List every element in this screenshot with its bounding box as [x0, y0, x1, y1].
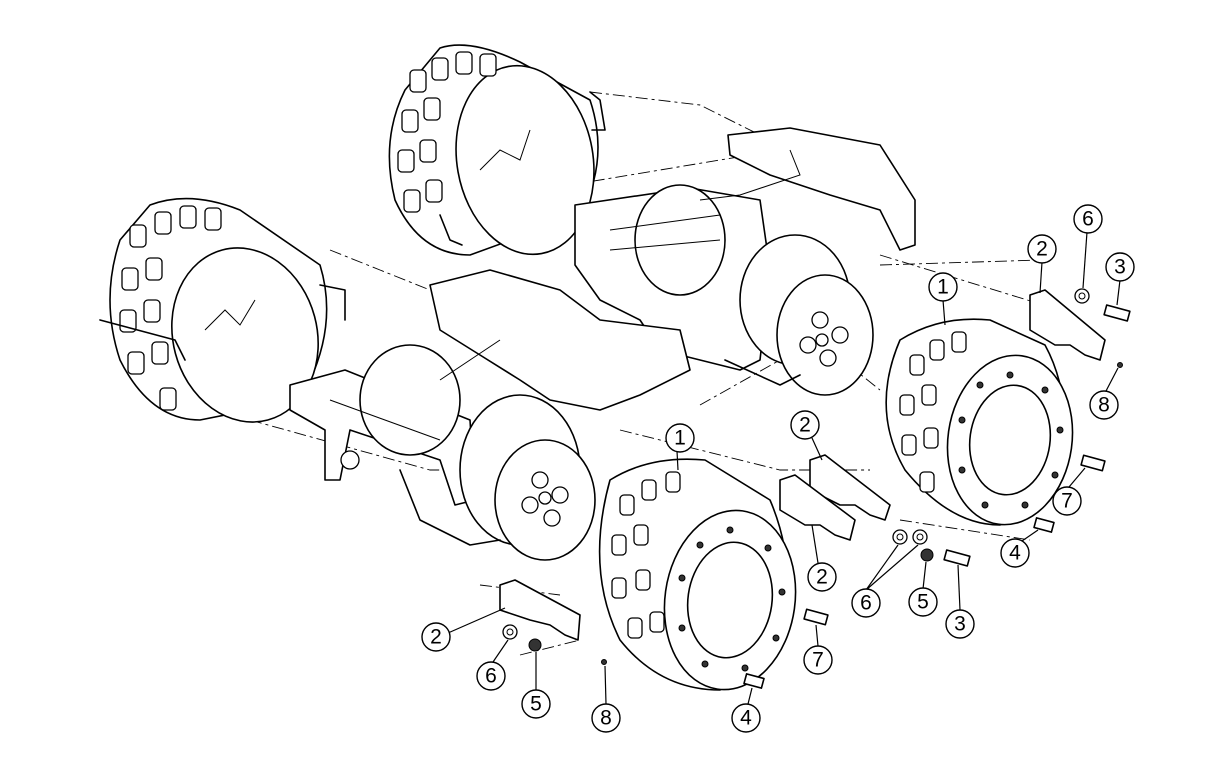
callout-label: 2 [1036, 238, 1048, 261]
front-axle-assembly [289, 269, 691, 561]
bracket-parts [499, 289, 1106, 641]
callout-2d: 2 [421, 607, 506, 652]
callout-label: 7 [1061, 490, 1073, 513]
callout-label: 6 [1082, 208, 1094, 231]
callout-label: 8 [600, 707, 612, 730]
callout-1a: 1 [665, 423, 695, 471]
callout-label: 2 [816, 566, 828, 589]
callout-3a: 3 [1105, 252, 1135, 306]
callout-2c: 2 [807, 524, 837, 592]
rear-axle-assembly [574, 127, 916, 396]
tire-front-left [99, 197, 346, 423]
callout-label: 4 [1009, 542, 1021, 565]
callout-6a: 6 [1073, 204, 1103, 289]
callout-5a: 5 [908, 561, 938, 617]
callout-2b: 2 [790, 410, 823, 461]
callout-label: 3 [954, 613, 966, 636]
tire-rear-right [885, 318, 1074, 526]
fastener-parts [502, 288, 1131, 689]
callout-3b: 3 [945, 564, 975, 639]
callout-label: 1 [674, 427, 686, 450]
callout-8a: 8 [1089, 367, 1119, 420]
callout-1b: 1 [928, 272, 958, 326]
callout-label: 2 [430, 626, 442, 649]
callout-label: 2 [799, 414, 811, 437]
callout-label: 4 [740, 707, 752, 730]
callout-label: 5 [917, 591, 929, 614]
callout-7b: 7 [803, 624, 833, 675]
callout-label: 1 [937, 276, 949, 299]
callout-7a: 7 [1052, 467, 1086, 516]
callout-label: 6 [860, 592, 872, 615]
callout-2a: 2 [1027, 234, 1057, 294]
callout-label: 3 [1114, 256, 1126, 279]
callout-label: 6 [485, 665, 497, 688]
callout-label: 5 [530, 693, 542, 716]
tire-front-right [598, 458, 797, 691]
callout-label: 8 [1098, 394, 1110, 417]
callout-label: 7 [812, 649, 824, 672]
callout-5b: 5 [521, 652, 551, 719]
tire-rear-left [388, 44, 606, 256]
callout-6b: 6 [851, 544, 919, 618]
callout-6c: 6 [476, 639, 509, 691]
callout-4b: 4 [731, 687, 761, 733]
callout-8b: 8 [591, 665, 621, 733]
callout-4a: 4 [1000, 529, 1039, 568]
